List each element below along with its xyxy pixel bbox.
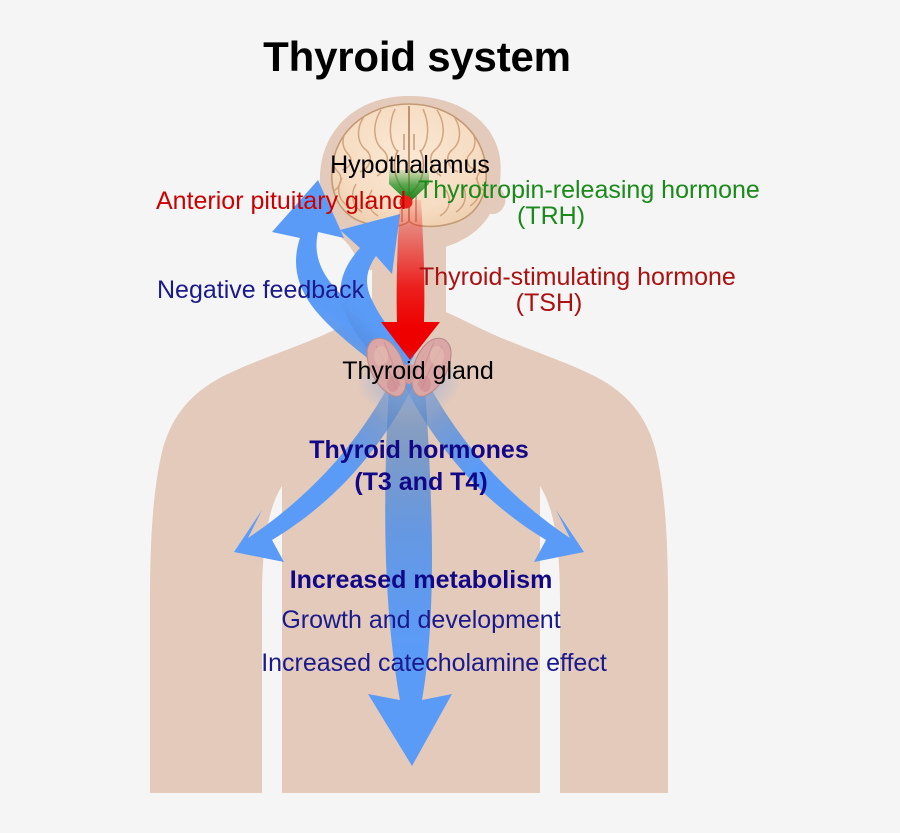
thyroid-gland-organ xyxy=(366,337,452,397)
label-anterior-pituitary-gland: Anterior pituitary gland xyxy=(156,187,407,215)
label-growth-and-development: Growth and development xyxy=(281,606,561,634)
label-increased-metabolism: Increased metabolism xyxy=(289,566,553,594)
label-thyroid-hormones-line1: Thyroid hormones xyxy=(309,436,529,464)
label-hypothalamus: Hypothalamus xyxy=(330,151,490,179)
label-thyroid-hormones-line2: (T3 and T4) xyxy=(354,468,488,496)
label-thyroid-gland: Thyroid gland xyxy=(342,357,494,385)
label-increased-catecholamine-effect: Increased catecholamine effect xyxy=(261,649,607,677)
pituitary-gland-marker xyxy=(399,195,413,209)
tsh-arrow xyxy=(381,200,440,360)
label-trh-line2: (TRH) xyxy=(516,202,586,230)
label-tsh-line2: (TSH) xyxy=(515,289,583,317)
label-trh-line1: Thyrotropin-releasing hormone xyxy=(418,176,760,204)
trh-arrow xyxy=(389,170,429,203)
label-tsh-line1: Thyroid-stimulating hormone xyxy=(419,263,736,291)
page-title: Thyroid system xyxy=(263,33,571,80)
label-negative-feedback: Negative feedback xyxy=(157,276,365,304)
